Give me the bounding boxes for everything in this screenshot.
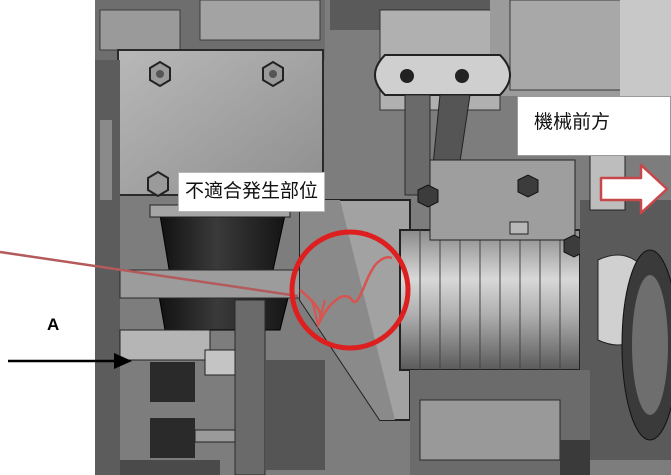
defect-leader-line — [0, 250, 299, 298]
defect-circle-marker — [289, 229, 411, 351]
machine-front-label: 機械前方 — [517, 96, 671, 156]
view-direction-arrow-icon — [8, 353, 132, 369]
front-direction-arrow-icon — [599, 163, 669, 215]
view-a-label: A — [47, 315, 60, 334]
defect-location-label: 不適合発生部位 — [178, 172, 326, 212]
